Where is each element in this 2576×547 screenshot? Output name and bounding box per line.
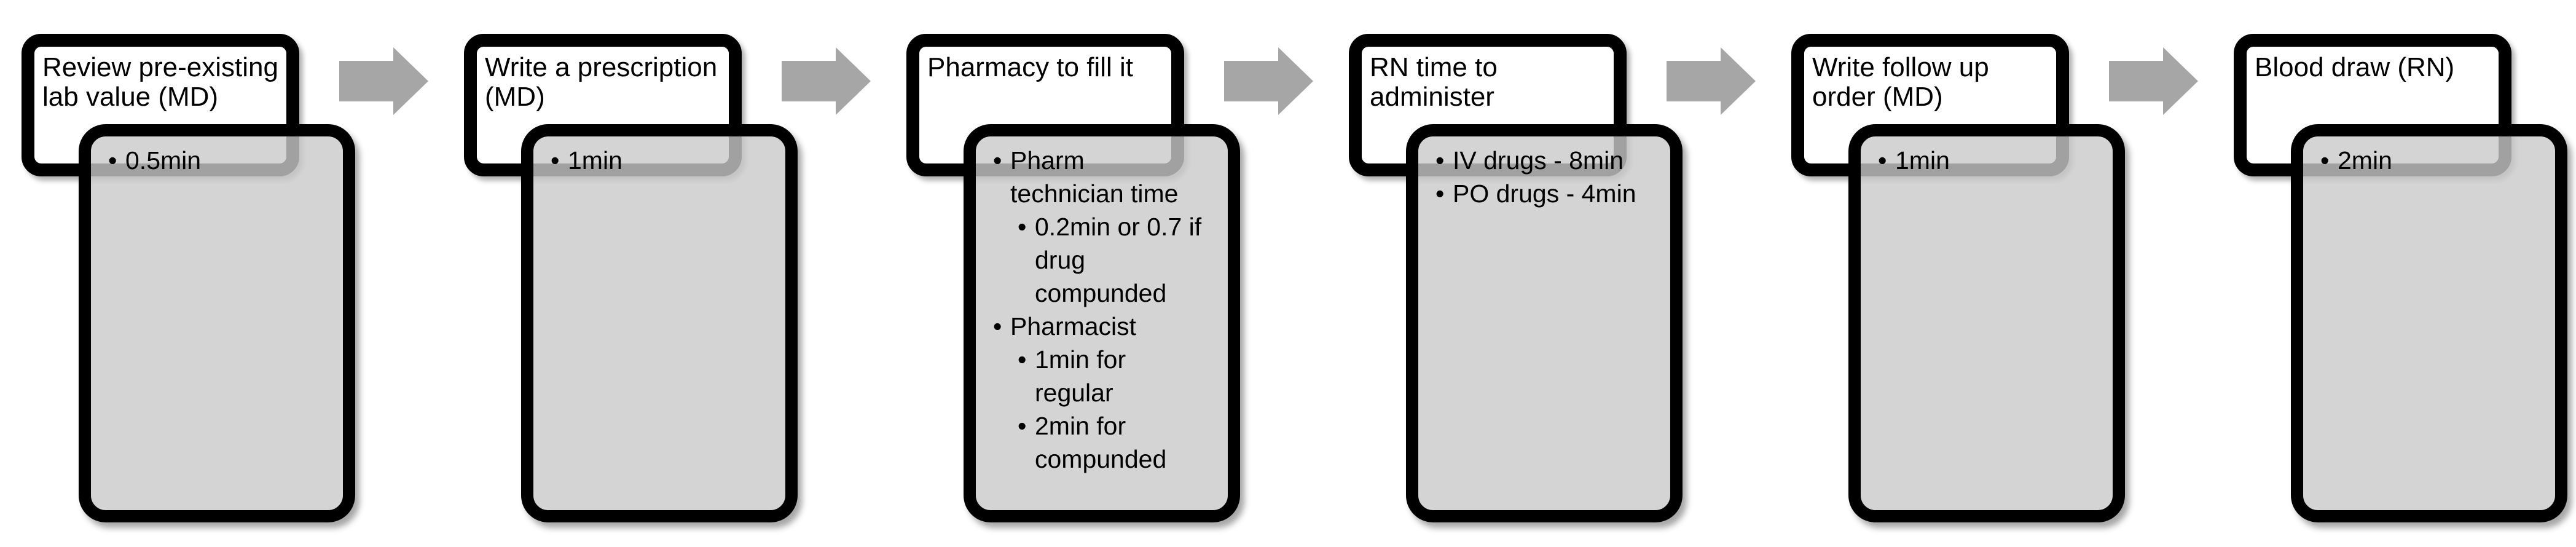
list-item: Pharmacist 1min for regular2min for compu…: [993, 310, 1203, 476]
step-title: RN time to administer: [1370, 52, 1498, 112]
arrow-polygon: [1224, 47, 1313, 115]
list-item-text: 2min: [2338, 146, 2392, 175]
step-title-box: Write follow up order (MD): [1791, 34, 2069, 176]
details-list: 0.5min: [91, 144, 318, 177]
list-item: 2min: [2320, 144, 2531, 177]
details-list: 2min: [2303, 144, 2531, 177]
step-details-box: IV drugs - 8min PO drugs - 4min: [1406, 124, 1683, 522]
arrow-right-icon: [339, 47, 428, 115]
list-item: 0.2min or 0.7 if drug compunded: [1018, 210, 1203, 310]
list-item: 2min for compunded: [1018, 409, 1203, 476]
step-details-box: 0.5min: [79, 124, 355, 522]
details-list: IV drugs - 8min PO drugs - 4min: [1418, 144, 1646, 210]
step-title: Write follow up order (MD): [1812, 52, 1989, 112]
step: Write follow up order (MD) 1min: [1791, 0, 2234, 547]
step-details-box: Pharm technician time0.2min or 0.7 if dr…: [964, 124, 1240, 522]
step: Pharmacy to fill it Pharm technician tim…: [906, 0, 1349, 547]
list-item-text: 1min: [568, 146, 622, 175]
step: Blood draw (RN) 2min: [2234, 0, 2576, 547]
step-title: Pharmacy to fill it: [927, 52, 1133, 82]
details-list: 1min: [533, 144, 761, 177]
step-details-box: 1min: [1848, 124, 2125, 522]
list-item-text: 1min for regular: [1035, 345, 1126, 407]
list-item-text: 1min: [1895, 146, 1950, 175]
details-list: Pharm technician time0.2min or 0.7 if dr…: [976, 144, 1203, 476]
arrow-right-icon: [1667, 47, 1756, 115]
arrow-right-icon: [782, 47, 871, 115]
step-title: Write a prescription (MD): [485, 52, 718, 112]
step-title: Blood draw (RN): [2255, 52, 2455, 82]
arrow-right-icon: [2109, 47, 2198, 115]
list-item-text: 0.2min or 0.7 if drug compunded: [1035, 213, 1202, 307]
step: Review pre-existing lab value (MD) 0.5mi…: [22, 0, 464, 547]
arrow-polygon: [339, 47, 428, 115]
details-list: 1min: [1861, 144, 2088, 177]
arrow-polygon: [1667, 47, 1756, 115]
list-item: 1min for regular: [1018, 343, 1203, 409]
step: RN time to administer IV drugs - 8min PO …: [1349, 0, 1791, 547]
list-item-text: Pharmacist: [1010, 312, 1137, 340]
arrow-polygon: [782, 47, 871, 115]
list-item-text: 2min for compunded: [1035, 412, 1167, 473]
step-title: Review pre-existing lab value (MD): [42, 52, 278, 112]
arrow-polygon: [2109, 47, 2198, 115]
list-item: PO drugs - 4min: [1435, 177, 1646, 210]
step-details-box: 2min: [2291, 124, 2567, 522]
step-title-box: Review pre-existing lab value (MD): [22, 34, 299, 176]
list-item-text: Pharm technician time: [1010, 146, 1179, 208]
list-item-text: IV drugs - 8min: [1453, 146, 1624, 175]
step-details-box: 1min: [521, 124, 798, 522]
arrow-right-icon: [1224, 47, 1313, 115]
details-sublist: 0.2min or 0.7 if drug compunded: [1010, 210, 1203, 310]
list-item-text: PO drugs - 4min: [1453, 179, 1636, 208]
list-item: IV drugs - 8min: [1435, 144, 1646, 177]
list-item-text: 0.5min: [125, 146, 202, 175]
list-item: 0.5min: [108, 144, 318, 177]
details-sublist: 1min for regular2min for compunded: [1010, 343, 1203, 476]
list-item: 1min: [551, 144, 761, 177]
list-item: Pharm technician time0.2min or 0.7 if dr…: [993, 144, 1203, 310]
list-item: 1min: [1878, 144, 2088, 177]
step: Write a prescription (MD) 1min: [464, 0, 906, 547]
